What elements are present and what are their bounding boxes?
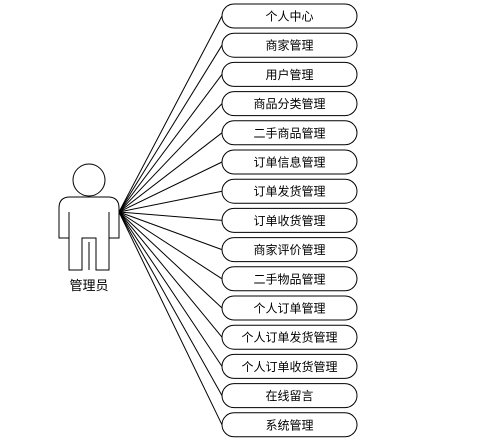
association-lines [118,15,223,426]
use-case-box [221,383,358,409]
association-line [118,74,223,213]
use-case-label: 订单收货管理 [253,213,325,228]
use-case-label: 商家评价管理 [253,242,325,257]
actor-body [58,196,120,271]
use-case-item: 订单信息管理 [221,149,358,175]
association-line [118,211,223,280]
use-case-box [221,295,358,321]
association-line [118,211,223,251]
use-case-label: 订单发货管理 [253,184,325,199]
use-case-label: 二手物品管理 [253,271,325,286]
actor-label: 管理员 [69,279,108,294]
use-case-box [221,207,358,233]
association-line [118,211,223,309]
association-line [118,211,223,426]
actor-figure: 管理员 [58,163,120,294]
use-case-item: 二手商品管理 [221,120,358,146]
use-case-item: 订单收货管理 [221,207,358,233]
use-case-item: 二手物品管理 [221,266,358,292]
association-line [118,211,223,221]
use-case-item: 在线留言 [221,383,358,409]
association-line [118,161,223,213]
association-line [118,15,223,213]
use-case-item: 系统管理 [221,412,358,438]
use-case-label: 个人中心 [265,9,313,24]
use-case-list: 个人中心商家管理用户管理商品分类管理二手商品管理订单信息管理订单发货管理订单收货… [221,3,358,438]
use-case-label: 商家管理 [265,38,313,53]
use-case-label: 个人订单收货管理 [241,359,337,374]
use-case-item: 用户管理 [221,61,358,87]
use-case-label: 在线留言 [265,389,313,403]
association-line [118,44,223,213]
use-case-item: 个人订单发货管理 [221,324,358,350]
association-line [118,211,223,367]
association-line [118,190,223,213]
use-case-item: 商家管理 [221,32,358,58]
use-case-label: 订单信息管理 [253,155,325,170]
use-case-label: 个人订单管理 [253,301,325,316]
use-case-box [221,353,358,379]
use-case-item: 订单发货管理 [221,178,358,204]
use-case-box [221,412,358,438]
use-case-box [221,178,358,204]
use-case-label: 个人订单发货管理 [241,330,337,345]
actor-head [72,163,106,197]
association-line [118,103,223,213]
use-case-box [221,324,358,350]
use-case-item: 商品分类管理 [221,91,358,117]
association-line [118,211,223,338]
association-line [118,132,223,213]
use-case-box [221,237,358,263]
use-case-box [221,149,358,175]
use-case-label: 商品分类管理 [253,96,325,111]
use-case-item: 个人订单收货管理 [221,353,358,379]
use-case-box [221,3,358,29]
use-case-box [221,91,358,117]
association-line [118,211,223,396]
use-case-item: 个人订单管理 [221,295,358,321]
use-case-item: 商家评价管理 [221,237,358,263]
use-case-box [221,120,358,146]
use-case-label: 用户管理 [265,67,313,82]
use-case-box [221,266,358,292]
use-case-box [221,61,358,87]
use-case-item: 个人中心 [221,3,358,29]
use-case-label: 二手商品管理 [253,125,325,140]
use-case-label: 系统管理 [265,417,313,432]
use-case-box [221,32,358,58]
